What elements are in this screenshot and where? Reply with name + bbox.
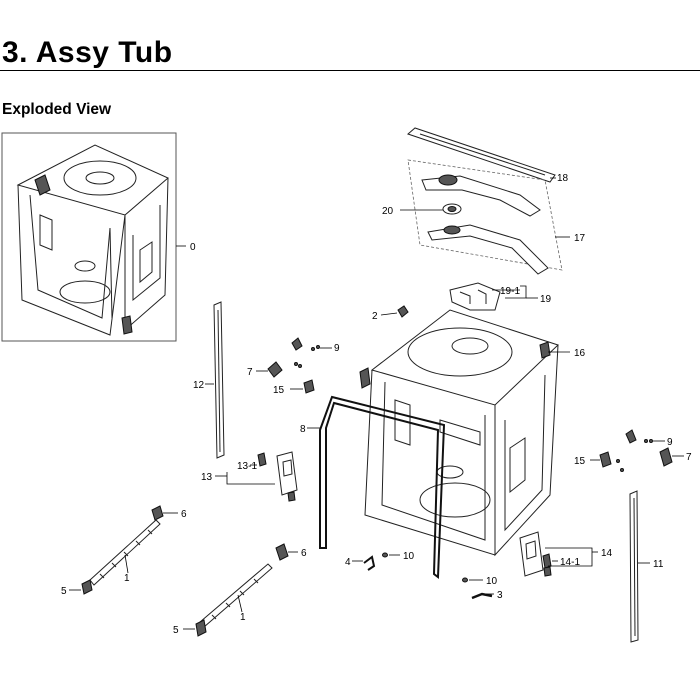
part-7-right-spring [659,447,673,467]
part-17-upper-arm [421,175,541,217]
callout-13: 13 [201,472,213,483]
callout-14: 14 [601,548,613,559]
part-9-left-pin [291,337,303,351]
callout-6b: 6 [301,548,307,559]
callout-16: 16 [574,348,586,359]
part-13-left-bracket [276,451,298,496]
callout-5b: 5 [173,625,179,636]
callout-7a: 7 [247,367,253,378]
callout-9b: 9 [667,437,673,448]
callout-2: 2 [372,311,378,322]
title-rule [0,70,700,71]
callout-14-1: 14-1 [560,557,580,568]
callout-19: 19 [540,294,552,305]
assembled-tub-illustration [16,144,169,336]
callout-17: 17 [574,233,586,244]
part-10-center-screw [382,552,388,558]
callout-11: 11 [653,559,664,570]
callout-15a: 15 [273,385,285,396]
part-15-left-holder [303,379,315,394]
callout-15b: 15 [574,456,586,467]
part-17-group-outline [407,159,563,271]
callout-6a: 6 [181,509,187,520]
callout-18: 18 [557,173,569,184]
part-2-clip [397,305,409,318]
leader-1a [124,554,129,574]
callout-4: 4 [345,557,351,568]
callout-7b: 7 [686,452,692,463]
page-title: 3. Assy Tub [2,36,173,69]
callout-0: 0 [190,242,196,253]
part-6-left-roller [151,505,164,521]
leader-1b [237,594,243,613]
part-8-gasket [319,395,446,579]
callout-1b: 1 [240,612,246,623]
part-3-drain-hook [471,592,493,600]
part-5-left-stopper [81,579,93,595]
part-1-center-rail [199,563,273,628]
part-5-center-stopper [195,619,207,637]
callout-10b: 10 [486,576,498,587]
leader-13-bracket [226,472,275,485]
part-9-right-pin [625,429,637,444]
part-17-lower-arm [427,224,549,275]
part-10-right-screw [462,577,468,583]
part-7-left-spring [267,361,283,378]
section-heading: Exploded View [2,101,112,118]
part-18-top-rail [407,127,556,183]
part-4-hook [363,555,376,571]
part-6-center-roller [275,543,289,561]
part-14-right-bracket [519,531,544,577]
part-16-tub [359,309,559,557]
callout-8: 8 [300,424,306,435]
part-15-right-holder [599,451,612,468]
leader-2 [380,312,398,316]
callout-13-1: 13-1 [237,461,257,472]
callout-20: 20 [382,206,394,217]
callout-10a: 10 [403,551,415,562]
callout-12: 12 [193,380,205,391]
part-19-bracket [449,282,501,311]
callout-19-1: 19-1 [500,286,520,297]
callout-1a: 1 [124,573,130,584]
callout-9a: 9 [334,343,340,354]
callout-3: 3 [497,590,503,601]
leader-14-bracket [545,547,593,567]
callout-5a: 5 [61,586,67,597]
assembly-inset-frame [1,132,177,342]
